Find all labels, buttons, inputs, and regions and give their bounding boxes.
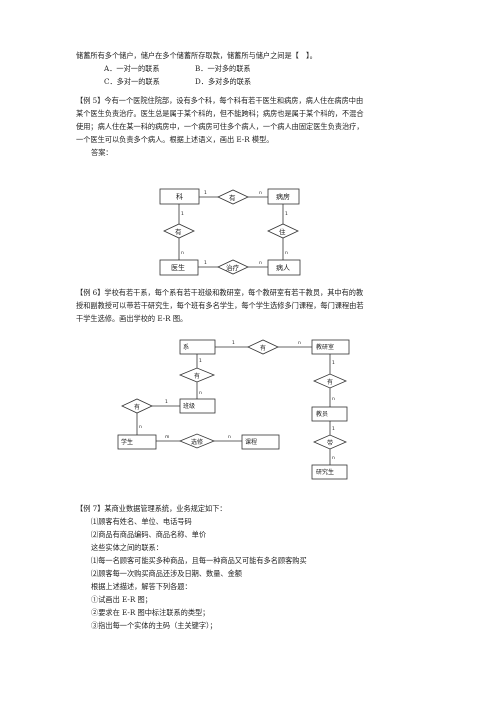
entity-kecheng [241,434,280,450]
card-label: 1 [332,360,335,366]
relation-you-top [217,189,249,205]
card-label: n [139,425,142,430]
relation-you-jiaoyanshi-jiaoyuan [313,373,347,389]
ex6-line-1: 【例 6】学校有若干系，每个系有若干班级和教研室，每个教研室有若干教员，其中有的… [76,288,364,297]
entity-ke-label: 科 [176,192,183,201]
card-label: n [181,251,184,256]
relation-you-label: 有 [194,372,200,380]
relation-zhiliao [217,259,249,275]
ex7-line-9: ②要求在 E-R 图中标注联系的类型； [91,608,210,617]
ex6-line-2: 授和副教授可以带若干研究生，每个班有多名学生，每个学生选修多门课程，每门课程由若 [76,301,364,310]
entity-bingren [267,259,301,276]
ex7-line-10: ③指出每一个实体的主码（主关键字）； [91,621,217,630]
ex7-line-2: ⑴顾客有姓名、单位、电话号码 [91,517,192,526]
entity-jiaoyanshi [311,339,350,355]
ex5-line-4: 一个医生可以负责多个病人。根据上述语义，画出 E-R 模型。 [76,135,274,144]
ex7-line-6: ⑵顾客每一次购买商品还涉及日期、数量、金额 [91,569,242,578]
card-label: 1 [204,190,207,196]
entity-yisheng-label: 医生 [171,263,185,272]
relation-you-label: 有 [134,403,140,411]
entity-banji-label: 班级 [183,402,195,410]
card-label: 1 [285,211,288,217]
option-b: B．一对多的联系 [195,64,251,73]
entity-xuesheng [117,434,157,450]
card-label: n [228,435,231,440]
card-label: 1 [165,399,168,405]
relation-zhu [267,223,299,239]
entity-yisheng [159,259,199,276]
entity-kecheng-label: 课程 [245,438,257,446]
entity-bingfang [267,188,300,205]
ex7-line-4: 这些实体之间的联系： [91,543,163,552]
relation-you-label: 有 [260,344,266,352]
entity-jiaoyanshi-label: 教研室 [316,343,334,351]
card-label: 1 [332,426,335,432]
card-label: 1 [181,211,184,217]
entity-xuesheng-label: 学生 [121,438,133,446]
relation-you-xi-jiaoyanshi [247,339,279,355]
ex5-line-3: 使用；病人住在某一科的病房中，一个病房可住多个病人，一个病人由固定医生负责治疗， [76,122,364,131]
entity-yanjiusheng-label: 研究生 [316,468,334,476]
entity-bingren-label: 病人 [276,263,290,272]
question-intro: 储蓄所有多个储户，储户在多个储蓄所存取款，储蓄所与储户之间是【 】。 [76,51,317,60]
entity-banji [179,398,216,414]
ex7-line-5: ⑴每一名顾客可能买多种商品，且每一种商品又可能有多名顾客购买 [91,556,307,565]
relation-xuanxiu [178,433,216,449]
ex7-line-8: ①试画出 E-R 图； [91,595,152,604]
card-label: n [199,391,202,396]
card-label: n [259,191,262,196]
option-a: A．一对一的联系 [104,64,160,73]
ex6-line-3: 干学生选修。画出学校的 E-R 图。 [76,314,188,323]
entity-bingfang-label: 病房 [276,192,290,201]
card-label: n [259,261,262,266]
relation-dai [313,434,347,450]
entity-jiaoyuan [311,406,348,422]
ex5-line-1: 【例 5】今有一个医院住院部，设有多个科，每个科有若干医生和病房，病人住在病房中… [76,96,364,105]
card-label: 1 [204,260,207,266]
relation-you-left-label: 有 [175,227,182,236]
relation-zhiliao-label: 治疗 [226,263,240,272]
ex7-line-1: 【例 7】某商业数据管理系统，业务规定如下： [76,504,227,513]
relation-zhu-label: 住 [279,227,286,236]
relation-you-xi-banji [178,367,216,383]
ex5-line-2: 某个医生负责治疗。医生总是属于某个科的，但不能跨科；病房也是属于某个科的，不混合 [76,109,364,118]
ex5-answer-label: 答案： [91,148,113,157]
entity-xi-label: 系 [183,343,189,351]
relation-you-label: 有 [327,378,333,386]
card-label: n [298,341,301,346]
option-c: C．多对一的联系 [104,77,160,86]
relation-dai-label: 带 [327,439,333,447]
ex7-line-7: 根据上述描述，解答下列各题： [91,582,192,591]
card-label: n [332,456,335,461]
card-label: 1 [232,340,235,346]
option-d: D．多对多的联系 [195,77,252,86]
card-label: n [285,251,288,256]
entity-yanjiusheng [311,464,348,480]
card-label: 1 [199,358,202,364]
ex7-line-3: ⑵商品有商品编码、商品名称、单价 [91,530,207,539]
entity-xi [179,339,216,355]
relation-you-banji-xuesheng [121,398,153,414]
entity-ke [159,188,200,205]
relation-xuanxiu-label: 选修 [191,438,203,446]
relation-you-top-label: 有 [229,193,236,202]
entity-jiaoyuan-label: 教员 [316,410,328,418]
card-label: n [332,397,335,402]
card-label: m [165,435,169,440]
relation-you-left [163,223,195,239]
